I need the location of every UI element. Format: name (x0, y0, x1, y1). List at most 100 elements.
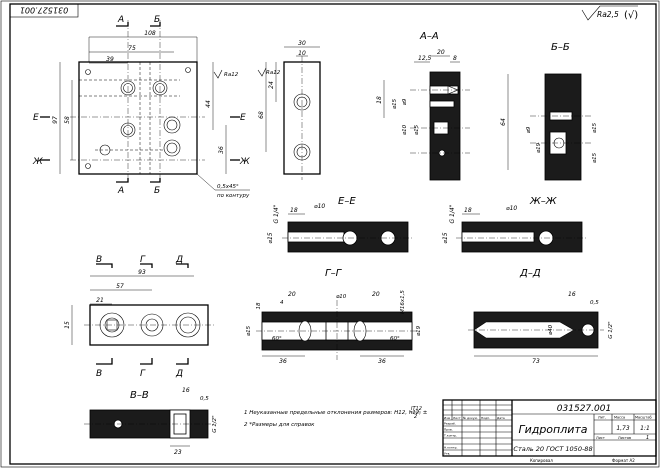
dim-64: 64 (500, 118, 507, 126)
tb-col-lit: Лит. (598, 416, 606, 420)
section-zhzh: Ж–Ж 18 G 1/4" ⌀15 ⌀10 (442, 196, 588, 253)
dim-aa-d15b: ⌀15 (414, 124, 420, 135)
tb-sheets-count: 1 (646, 435, 649, 441)
dim-bb-d19: ⌀19 (536, 142, 542, 153)
dim-zh-d15: ⌀15 (442, 232, 449, 243)
ra12-main: Ra12 (224, 72, 239, 78)
dim-57: 57 (116, 283, 124, 290)
marker-zh-left: Ж (32, 157, 43, 167)
dim-68: 68 (258, 111, 265, 119)
dim-21: 21 (96, 297, 104, 304)
section-ee-title: Е–Е (338, 196, 356, 207)
dim-gg-20a: 20 (288, 291, 296, 298)
dim-vv-05: 0,5 (200, 396, 209, 402)
marker-a-top: А (117, 15, 124, 25)
dim-gg-20b: 20 (372, 291, 380, 298)
dim-125: 12,5 (418, 55, 432, 62)
dim-bb-d15b: ⌀15 (592, 152, 598, 163)
tb-row-izm: Изм (444, 416, 450, 420)
tb-material: Сталь 20 ГОСТ 1050-88 (513, 445, 592, 453)
dim-gg-36b: 36 (378, 358, 386, 365)
side-view: 30 10 68 24 Ra12 (257, 40, 321, 180)
section-zhzh-title: Ж–Ж (529, 196, 558, 207)
dim-36: 36 (218, 146, 225, 154)
dim-gg-4: 4 (280, 300, 284, 306)
main-view: 108 75 39 97 58 44 36 Ra12 0,5x45° по ко… (52, 20, 250, 199)
dim-15: 15 (64, 321, 71, 329)
dim-gg-60b: 60° (390, 336, 400, 342)
marker-zh-right: Ж (239, 157, 250, 167)
tb-row-list: Лист (453, 416, 461, 420)
marker-e-left: Е (33, 113, 39, 123)
drawing-frame (9, 3, 657, 465)
dim-dd-16: 16 (568, 291, 576, 298)
dim-24: 24 (268, 81, 275, 89)
roughness-label: Ra2,5 (597, 10, 619, 19)
chamfer-note: по контуру (217, 193, 250, 199)
dim-zh-18: 18 (464, 207, 472, 214)
ra12-side: Ra12 (266, 70, 281, 76)
main-body (78, 61, 198, 175)
section-markers-main: А Б А Б Е Ж Е Ж (32, 15, 250, 196)
dim-30: 30 (298, 40, 306, 47)
marker-g-top: Г (140, 255, 146, 265)
title-block: Изм Лист № докум. Подп. Дата Разраб. Про… (442, 399, 657, 457)
dim-108: 108 (144, 30, 156, 37)
tb-name: Гидроплита (518, 423, 587, 436)
dim-44: 44 (205, 100, 212, 108)
dim-93: 93 (138, 269, 146, 276)
marker-b-top: Б (154, 15, 160, 25)
section-aa: А–А 12,5 20 8 18 ⌀15 ⌀9 ⌀10 ⌀15 (376, 31, 470, 181)
dim-ee-d15: ⌀15 (267, 232, 274, 243)
dim-aa-d9: ⌀9 (402, 98, 408, 105)
dim-aa-20: 20 (437, 49, 445, 56)
marker-v-top: В (96, 255, 102, 265)
bottom-view: 93 57 21 15 В Г Д В Г Д (64, 255, 214, 379)
section-dd-title: Д–Д (519, 268, 541, 279)
dim-gg-36a: 36 (279, 358, 287, 365)
dim-10: 10 (298, 50, 306, 57)
marker-b-bottom: Б (154, 186, 160, 196)
dim-vv-16: 16 (182, 387, 190, 394)
dim-gg-d19: ⌀19 (416, 325, 422, 336)
section-dd: Д–Д 73 16 0,5 ⌀40 G 1/2" (468, 268, 614, 365)
dim-gg-d15: ⌀15 (246, 325, 252, 336)
dim-dd-05: 0,5 (590, 300, 599, 306)
dim-gg-60a: 60° (272, 336, 282, 342)
section-aa-title: А–А (419, 31, 439, 42)
stamp-number: 031527.001 (20, 6, 68, 15)
dim-39: 39 (106, 56, 114, 63)
tb-sheets-label: Листов (618, 436, 631, 440)
tb-row-utv: Утв. (444, 452, 450, 456)
tb-col-scale: Масштаб (635, 416, 652, 420)
tb-row-nkontr: Н.контр. (444, 446, 457, 450)
dim-58: 58 (64, 116, 71, 124)
dim-75: 75 (128, 45, 136, 52)
dim-vv-23: 23 (174, 449, 182, 456)
tb-row-razrab: Разраб. (444, 422, 456, 426)
section-gg: Г–Г 36 36 20 20 4 18 ⌀15 ⌀10 M16x1,5 60°… (246, 268, 422, 365)
dim-ee-d10: ⌀10 (314, 203, 325, 210)
section-bb: Б–Б 64 ⌀9 ⌀19 ⌀15 ⌀15 (500, 42, 598, 181)
dim-bb-d9: ⌀9 (526, 126, 532, 133)
note-1: 1 Неуказанные предельные отклонения разм… (244, 410, 428, 416)
section-vv: В–В 23 16 0,5 G 1/2" (84, 387, 218, 456)
section-vv-title: В–В (130, 390, 149, 401)
tb-row-prov: Пров. (444, 428, 453, 432)
dim-aa-d10: ⌀10 (402, 124, 408, 135)
marker-g-bottom: Г (140, 369, 146, 379)
dim-97: 97 (52, 116, 59, 124)
tb-mass-value: 1,73 (616, 425, 630, 432)
marker-d-top: Д (175, 255, 183, 265)
marker-a-bottom: А (117, 186, 124, 196)
chamfer-size: 0,5x45° (217, 184, 239, 190)
dim-ee-18: 18 (290, 207, 298, 214)
tb-row-doc: № докум. (463, 416, 478, 420)
dim-73: 73 (532, 358, 540, 365)
tb-designation: 031527.001 (557, 404, 611, 414)
note-1-frac-top: IT12 (411, 406, 422, 412)
dim-ee-g14: G 1/4" (273, 204, 280, 223)
